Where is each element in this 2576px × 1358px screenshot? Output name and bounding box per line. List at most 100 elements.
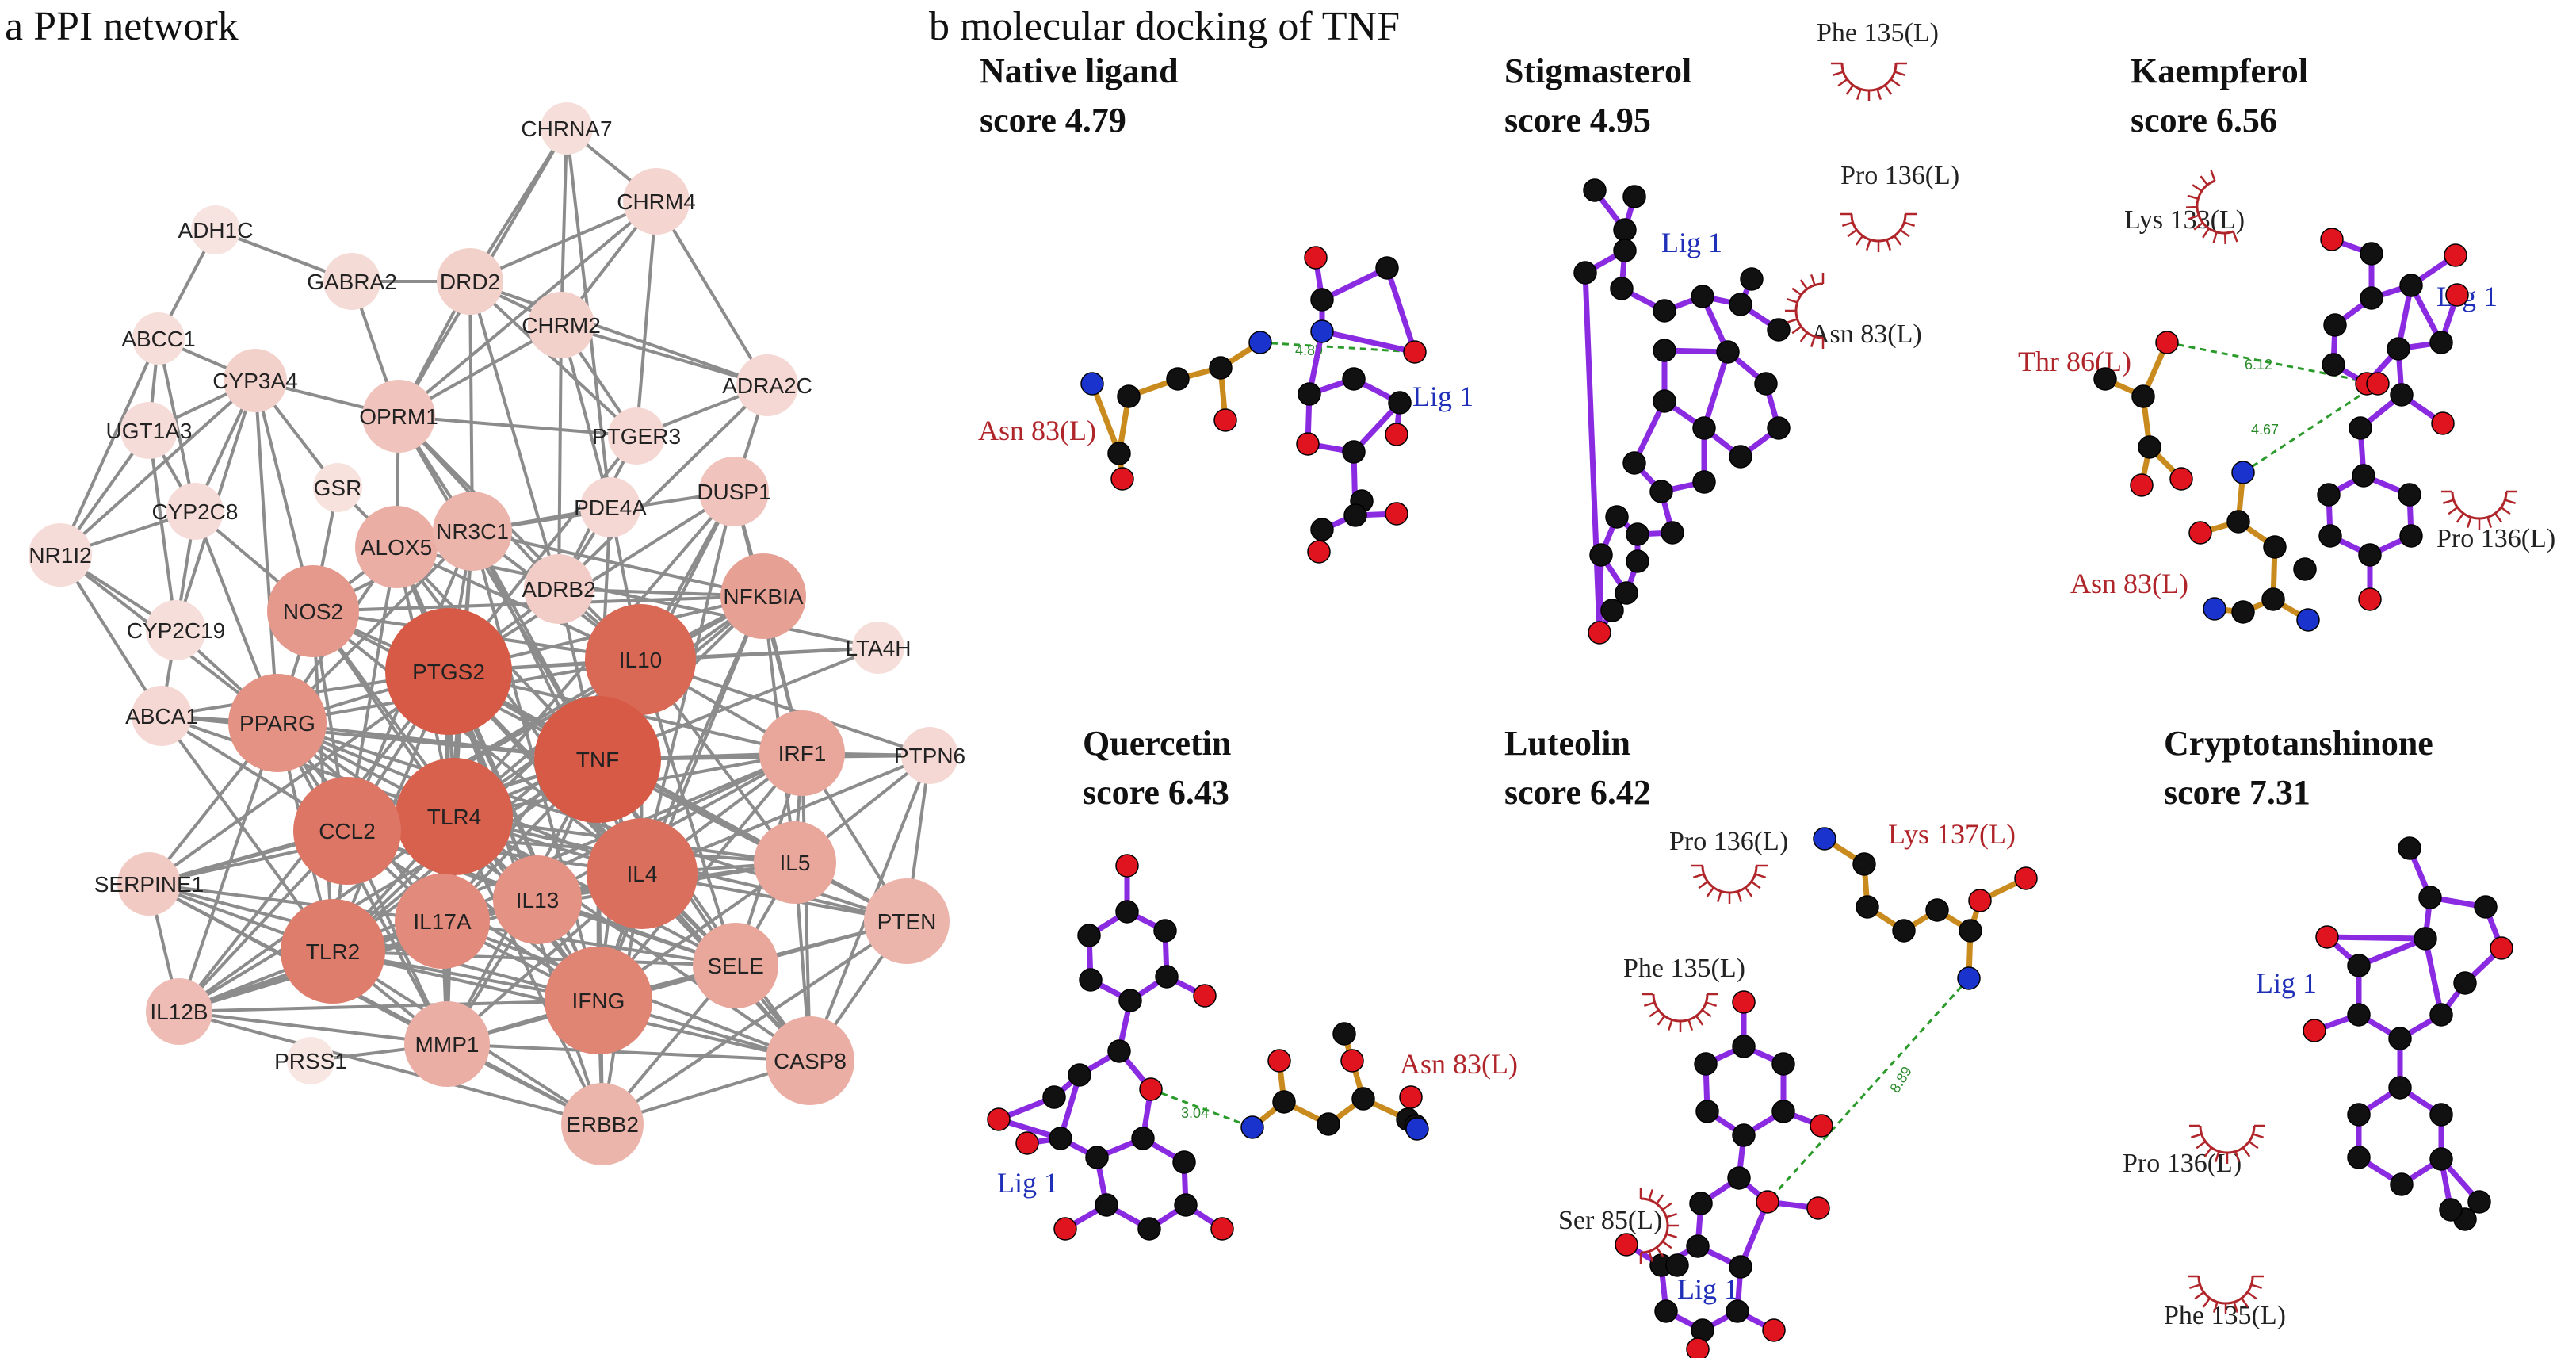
hydrophobic-tick — [2466, 516, 2472, 529]
atom — [2360, 242, 2383, 266]
atom — [2490, 936, 2513, 960]
atom — [1342, 367, 1366, 391]
atom — [1117, 384, 1141, 408]
bond — [2324, 934, 2429, 942]
hydrophobic-ser85-lut — [1639, 1188, 1679, 1264]
hydrophobic-tick — [2233, 1301, 2239, 1314]
ppi-node-label: PTPN6 — [894, 744, 965, 768]
residue-label-lys133-kaemp: Lys 133(L) — [2124, 205, 2245, 235]
ppi-node-circle — [524, 554, 594, 624]
hydrophobic-tick — [1705, 1001, 1718, 1008]
residue-label-phe135-lut: Phe 135(L) — [1623, 954, 1745, 983]
atom — [1298, 382, 1321, 406]
residue-label-pro136-crypto: Pro 136(L) — [2123, 1149, 2242, 1178]
ppi-node-IL5: IL5 — [754, 821, 836, 904]
hbond-line — [2242, 382, 2379, 474]
atom — [1695, 1100, 1719, 1123]
ppi-edge-IL12B-ERBB2 — [178, 1010, 603, 1126]
ppi-edge-CHRM2-ADRA2C — [560, 323, 768, 387]
hydrophobic-tick — [2185, 205, 2198, 208]
ppi-node-circle — [433, 492, 512, 571]
ppi-node-ABCC1: ABCC1 — [121, 312, 196, 365]
ppi-node-circle — [132, 686, 192, 746]
ppi-node-circle — [287, 1037, 334, 1084]
atom — [1925, 898, 1949, 922]
atom — [1115, 854, 1139, 878]
hydrophobic-tick — [1890, 78, 1901, 87]
atom — [2431, 411, 2455, 435]
ppi-node-label: CCL2 — [319, 819, 376, 843]
hydrophobic-tick — [1643, 1001, 1656, 1008]
atom — [1686, 1234, 1710, 1258]
hydrophobic-pro136-kaemp — [2441, 490, 2517, 530]
atom — [2303, 1019, 2326, 1042]
ppi-node-SERPINE1: SERPINE1 — [94, 852, 204, 916]
ppi-node-label: CYP2C19 — [127, 618, 226, 643]
atom — [1583, 178, 1607, 202]
ppi-node-circle — [528, 292, 594, 358]
bond — [1701, 349, 1731, 431]
ppi-node-CHRNA7: CHRNA7 — [521, 102, 613, 155]
hydrophobic-lys133-kaemp — [2185, 170, 2238, 245]
ppi-node-circle — [608, 407, 665, 465]
hydrophobic-tick — [1893, 235, 1902, 246]
atom — [1107, 442, 1131, 465]
docking-stigmasterol — [1573, 178, 1791, 645]
ppi-node-GABRA2: GABRA2 — [307, 253, 397, 310]
atom — [2203, 597, 2226, 621]
hydrophobic-pro136-lut — [1691, 864, 1768, 904]
distance-label-quercetin: 3.04 — [1181, 1105, 1209, 1121]
hydrophobic-arc — [1840, 63, 1898, 92]
hydrophobic-tick — [1845, 84, 1855, 95]
atom — [1968, 889, 1992, 912]
hydrophobic-tick — [1837, 78, 1848, 87]
ppi-node-label: TNF — [576, 748, 619, 772]
atom — [1689, 1192, 1713, 1215]
ppi-node-PTGS2: PTGS2 — [385, 608, 512, 735]
atom — [1077, 924, 1101, 947]
ppi-node-label: LTA4H — [846, 636, 912, 660]
atom — [1665, 1253, 1689, 1277]
ligand-name-kaempferol: Kaempferol — [2131, 52, 2308, 90]
residue-label-pro136-stig: Pro 136(L) — [1840, 161, 1959, 190]
ppi-node-PDE4A: PDE4A — [574, 477, 647, 537]
atom — [2358, 543, 2382, 567]
ppi-edge-DRD2-ADRB2 — [468, 281, 560, 590]
hydrophobic-tick — [1791, 287, 1802, 296]
hydrophobic-tick — [1661, 1240, 1672, 1249]
hbond-line — [1259, 341, 1416, 354]
atom — [1317, 1112, 1340, 1136]
ppi-node-label: NFKBIA — [723, 584, 803, 609]
atom — [1613, 239, 1637, 262]
atom — [1732, 1035, 1756, 1058]
atom — [1388, 391, 1412, 415]
hydrophobic-tick — [2252, 1133, 2265, 1139]
atom — [2453, 971, 2477, 995]
atom — [1139, 1077, 1163, 1101]
ppi-node-circle — [29, 523, 92, 587]
hydrophobic-asn83-stig — [1785, 273, 1825, 349]
atom — [1095, 1193, 1118, 1217]
hydrophobic-arc — [1652, 993, 1709, 1023]
hydrophobic-tick — [2194, 1291, 2205, 1300]
atom — [1692, 416, 1716, 440]
atom — [1209, 356, 1233, 380]
ppi-edge-ABCC1-NR1I2 — [59, 338, 160, 556]
atom — [1342, 440, 1366, 464]
atom — [1296, 432, 1320, 456]
ppi-edge-DRD2-ADRA2C — [469, 280, 768, 387]
ppi-node-circle — [293, 777, 401, 885]
atom — [1957, 966, 1981, 990]
docking-cryptotanshinone — [2303, 836, 2513, 1231]
ppi-edge-CHRM4-ADRA2C — [655, 200, 769, 387]
hydrophobic-tick — [1799, 331, 1809, 342]
ppi-node-label: IL13 — [516, 888, 560, 912]
ppi-node-circle — [166, 483, 224, 540]
ppi-node-label: OPRM1 — [359, 404, 438, 429]
atom — [1079, 968, 1103, 992]
ligand-name-luteolin: Luteolin — [1504, 724, 1630, 763]
atom — [1166, 367, 1190, 391]
ppi-node-label: NOS2 — [283, 599, 343, 624]
ppi-edge-TNF-IL12B — [178, 758, 599, 1013]
atom — [1385, 502, 1408, 526]
